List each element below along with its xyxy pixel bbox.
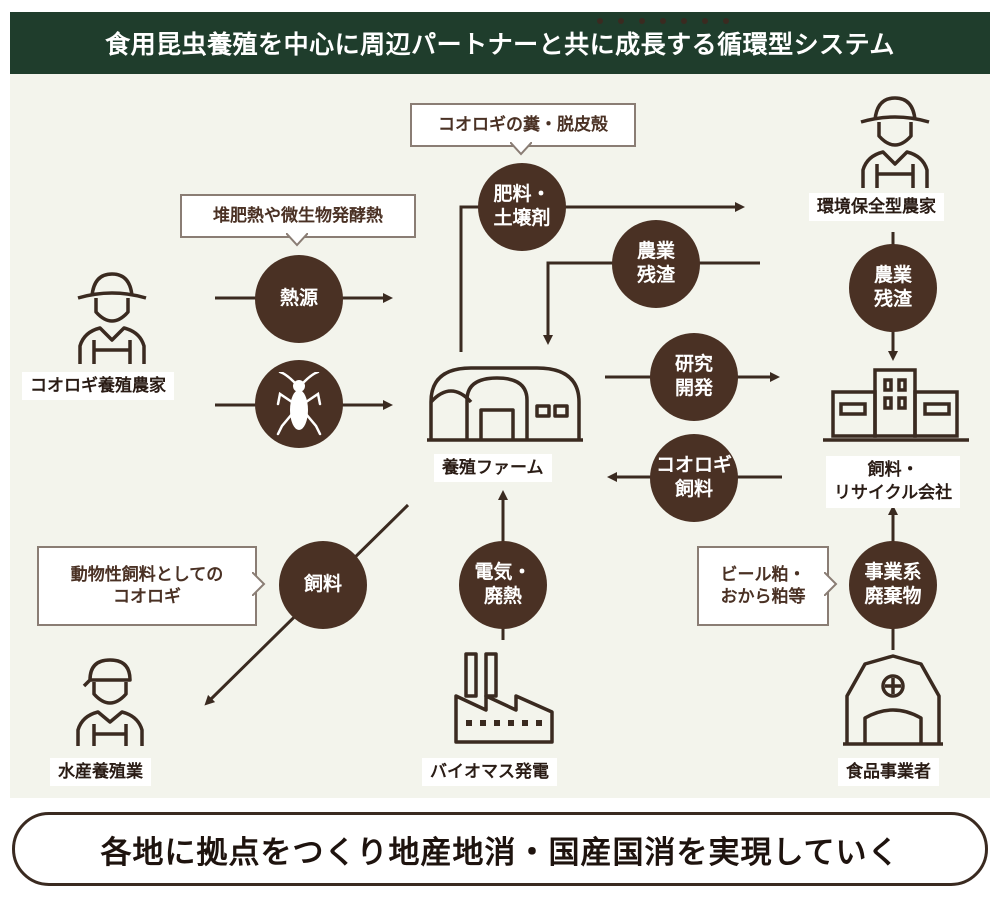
flow-power: 電気・ 廃熱 (459, 541, 547, 629)
actor-biomass: バイオマス発電 (422, 758, 557, 787)
cricket-icon (276, 372, 322, 436)
callout-byproduct-line2: おから粕等 (720, 587, 806, 607)
actor-feed-company-line1: 飼料・ (867, 460, 919, 480)
factory-icon (454, 652, 554, 744)
actor-feed-company: 飼料・ リサイクル会社 (826, 456, 961, 508)
actor-feed-company-line2: リサイクル会社 (834, 482, 953, 503)
barn-icon (843, 654, 943, 746)
flow-heat-source-label: 熱源 (279, 287, 318, 310)
flow-cricket-feed-line1: コオロギ (655, 454, 732, 477)
banner-text: 各地に拠点をつくり地産地消・国産国消を実現していく (100, 834, 900, 871)
flow-fertilizer-line1: 肥料・ (493, 183, 551, 206)
actor-eco-farmer: 環境保全型農家 (809, 193, 944, 222)
flow-research: 研究 開発 (650, 333, 738, 421)
callout-byproduct: ビール粕・ おから粕等 (697, 546, 829, 626)
actor-food-business: 食品事業者 (838, 758, 939, 787)
flow-cricket-feed: コオロギ 飼料 (650, 434, 738, 522)
flow-residue-right: 農業 残渣 (849, 244, 937, 332)
farmer-icon (77, 272, 147, 364)
callout-frass-pointer (510, 142, 532, 156)
flow-business-waste-line1: 事業系 (864, 561, 922, 584)
callout-byproduct-line1: ビール粕・ (720, 564, 806, 585)
header-bar: 食用昆虫養殖を中心に周辺パートナーと共に成長する循環型システム (10, 12, 990, 74)
emphasis-dots (597, 18, 729, 24)
actor-breeding-farm: 養殖ファーム (434, 454, 552, 483)
flow-business-waste-line2: 廃棄物 (864, 585, 922, 607)
callout-feed: 動物性飼料としての コオロギ (37, 546, 257, 626)
flow-residue-center-line1: 農業 (636, 240, 675, 263)
callout-frass-text: コオロギの糞・脱皮殻 (438, 114, 608, 135)
flow-power-line2: 廃熱 (483, 585, 522, 607)
farmer-icon-eco (860, 96, 930, 188)
actor-aquaculture: 水産養殖業 (50, 758, 151, 787)
flow-fertilizer-line2: 土壌剤 (493, 207, 551, 229)
flow-residue-right-line2: 残渣 (873, 288, 912, 310)
flow-feed-label: 飼料 (303, 573, 342, 596)
callout-frass: コオロギの糞・脱皮殻 (410, 103, 636, 147)
callout-heat-text: 堆肥熱や微生物発酵熱 (213, 205, 383, 226)
flow-fertilizer: 肥料・ 土壌剤 (478, 163, 566, 251)
flow-cricket (255, 360, 343, 448)
callout-feed-line2: コオロギ (113, 587, 181, 607)
worker-icon (76, 658, 144, 746)
flow-research-line2: 開発 (674, 377, 713, 399)
callout-heat: 堆肥熱や微生物発酵熱 (180, 194, 416, 238)
flow-residue-right-line1: 農業 (873, 264, 912, 287)
callout-heat-pointer (286, 233, 308, 247)
actor-cricket-farmer: コオロギ養殖農家 (22, 372, 174, 401)
arrow-fertilizer (459, 202, 745, 352)
callout-feed-line1: 動物性飼料としての (70, 564, 224, 585)
flow-research-line1: 研究 (674, 353, 713, 376)
flow-business-waste: 事業系 廃棄物 (849, 541, 937, 629)
flow-heat-source: 熱源 (255, 255, 343, 343)
callout-feed-pointer (252, 572, 266, 596)
bottom-banner: 各地に拠点をつくり地産地消・国産国消を実現していく (12, 812, 988, 886)
flow-residue-center-line2: 残渣 (636, 264, 675, 286)
flow-power-line1: 電気・ (474, 561, 532, 584)
flow-cricket-feed-line2: 飼料 (674, 478, 713, 500)
greenhouse-icon (427, 366, 583, 442)
page-title: 食用昆虫養殖を中心に周辺パートナーと共に成長する循環型システム (105, 30, 895, 59)
flow-residue-center: 農業 残渣 (612, 220, 700, 308)
flow-feed: 飼料 (279, 541, 367, 629)
office-building-icon (823, 368, 969, 442)
callout-byproduct-pointer (824, 572, 838, 596)
